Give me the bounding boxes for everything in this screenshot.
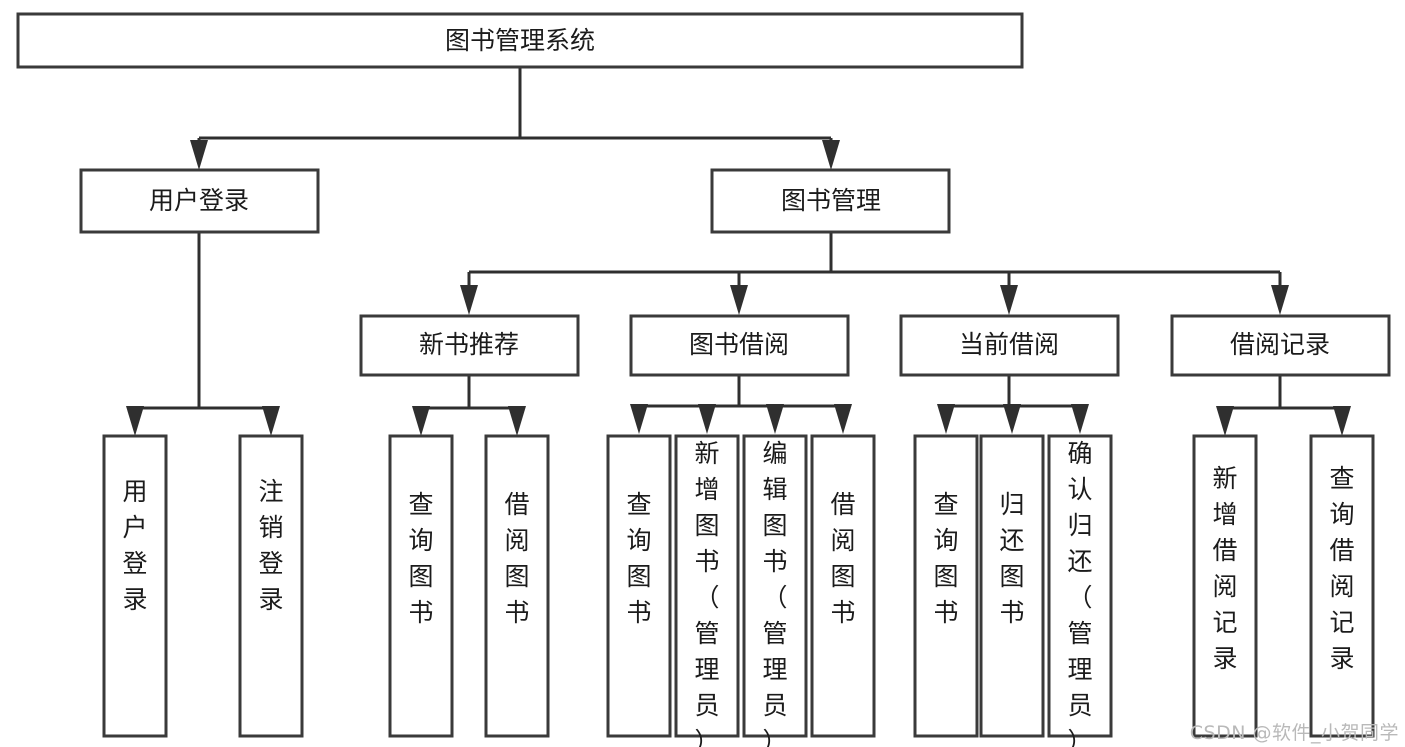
leaf-book-borrow-3-box [742, 434, 808, 738]
leaf-borrow-record-1-label: 新增借阅记录 [1212, 464, 1237, 673]
node-book-manage-label: 图书管理 [781, 186, 881, 215]
leaf-new-book-2-box [484, 434, 550, 738]
leaf-current-borrow-2-label: 归还图书 [999, 490, 1024, 627]
node-root-system[interactable]: 图书管理系统 [16, 12, 1024, 69]
arrowhead-borrowrecord-leaf-1 [1216, 406, 1234, 436]
node-current-borrow-box [899, 314, 1120, 377]
node-borrow-record-label: 借阅记录 [1230, 330, 1330, 359]
arrowhead-newbook-leaf-1 [412, 406, 430, 436]
leaf-current-borrow-3-label: 确认归还（管理员） [1067, 439, 1092, 747]
arrowhead-bookborrow-leaf-4 [834, 404, 852, 434]
leaf-user-login-1-label: 用户登录 [122, 477, 147, 614]
leaf-current-borrow-2-box [979, 434, 1045, 738]
leaf-current-borrow-2[interactable]: 归还图书 [979, 434, 1045, 738]
arrowhead-to-book-borrow [730, 285, 748, 315]
leaf-book-borrow-3-label: 编辑图书（管理员） [762, 439, 787, 747]
leaf-borrow-record-2-box [1309, 434, 1375, 738]
leaf-user-login-2[interactable]: 注销登录 [238, 434, 304, 738]
leaf-user-login-2-box [238, 434, 304, 738]
arrowhead-bookborrow-leaf-1 [630, 404, 648, 434]
arrowhead-to-current-borrow [1000, 285, 1018, 315]
arrowhead-borrowrecord-leaf-2 [1333, 406, 1351, 436]
arrowhead-currentborrow-leaf-1 [937, 404, 955, 434]
arrowhead-newbook-leaf-2 [508, 406, 526, 436]
leaf-current-borrow-1-box [913, 434, 979, 738]
connector-layer [126, 67, 1351, 436]
leaf-book-borrow-4-label: 借阅图书 [830, 490, 855, 627]
node-new-book-recommend[interactable]: 新书推荐 [359, 314, 580, 377]
node-book-borrow-label: 图书借阅 [689, 330, 789, 359]
node-new-book-recommend-label: 新书推荐 [419, 330, 519, 359]
leaf-user-login-1-box [102, 434, 168, 738]
node-borrow-record[interactable]: 借阅记录 [1170, 314, 1391, 377]
arrowhead-userlogin-leaf-2 [262, 406, 280, 436]
node-root-box [16, 12, 1024, 69]
leaf-current-borrow-3[interactable]: 确认归还（管理员） [1047, 434, 1113, 747]
arrowhead-userlogin-leaf-1 [126, 406, 144, 436]
leaf-borrow-record-2[interactable]: 查询借阅记录 [1309, 434, 1375, 738]
leaf-new-book-1[interactable]: 查询图书 [388, 434, 454, 738]
leaf-book-borrow-1-label: 查询图书 [626, 490, 651, 627]
leaf-new-book-2-label: 借阅图书 [504, 490, 529, 627]
node-user-login-label: 用户登录 [149, 186, 249, 215]
arrowhead-currentborrow-leaf-2 [1003, 404, 1021, 434]
arrowhead-to-book-manage [822, 140, 840, 170]
node-book-borrow-box [629, 314, 850, 377]
leaf-current-borrow-1-label: 查询图书 [933, 490, 958, 627]
leaf-user-login-2-label: 注销登录 [258, 477, 283, 614]
leaf-borrow-record-1[interactable]: 新增借阅记录 [1192, 434, 1258, 738]
leaf-user-login-1[interactable]: 用户登录 [102, 434, 168, 738]
leaf-book-borrow-3[interactable]: 编辑图书（管理员） [742, 434, 808, 747]
leaf-borrow-record-2-label: 查询借阅记录 [1329, 464, 1354, 673]
leaf-book-borrow-1-box [606, 434, 672, 738]
leaf-new-book-1-box [388, 434, 454, 738]
arrowhead-bookborrow-leaf-3 [766, 404, 784, 434]
leaf-book-borrow-2[interactable]: 新增图书（管理员） [674, 434, 740, 747]
leaf-new-book-2[interactable]: 借阅图书 [484, 434, 550, 738]
leaf-current-borrow-1[interactable]: 查询图书 [913, 434, 979, 738]
leaf-book-borrow-2-box [674, 434, 740, 738]
node-new-book-recommend-box [359, 314, 580, 377]
node-book-manage[interactable]: 图书管理 [710, 168, 951, 234]
arrowhead-to-new-book [460, 285, 478, 315]
leaf-borrow-record-1-box [1192, 434, 1258, 738]
node-book-manage-box [710, 168, 951, 234]
leaf-current-borrow-3-box [1047, 434, 1113, 738]
node-borrow-record-box [1170, 314, 1391, 377]
node-root-label: 图书管理系统 [445, 26, 595, 55]
leaf-book-borrow-1[interactable]: 查询图书 [606, 434, 672, 738]
node-user-login[interactable]: 用户登录 [79, 168, 320, 234]
leaf-book-borrow-4[interactable]: 借阅图书 [810, 434, 876, 738]
node-user-login-box [79, 168, 320, 234]
node-book-borrow[interactable]: 图书借阅 [629, 314, 850, 377]
node-current-borrow[interactable]: 当前借阅 [899, 314, 1120, 377]
leaf-new-book-1-label: 查询图书 [408, 490, 433, 627]
arrowhead-to-borrow-record [1271, 285, 1289, 315]
arrowhead-bookborrow-leaf-2 [698, 404, 716, 434]
arrowhead-to-user-login [190, 140, 208, 170]
arrowhead-currentborrow-leaf-3 [1071, 404, 1089, 434]
node-current-borrow-label: 当前借阅 [959, 330, 1059, 359]
csdn-watermark: CSDN @软件_小贺同学 [1189, 722, 1399, 744]
leaf-book-borrow-2-label: 新增图书（管理员） [694, 439, 719, 747]
leaf-book-borrow-4-box [810, 434, 876, 738]
